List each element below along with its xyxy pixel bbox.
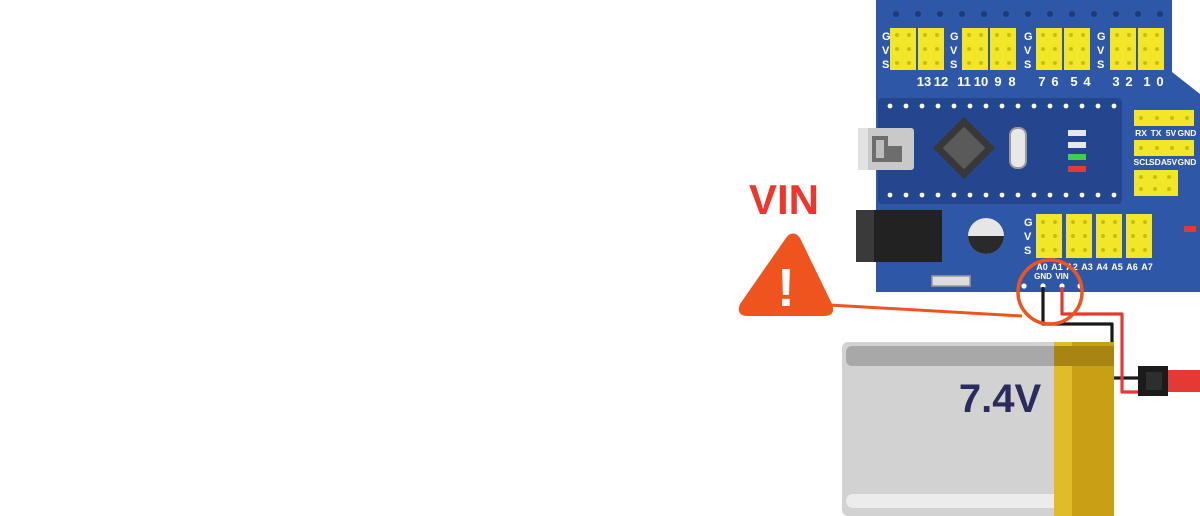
rail-label-g: G [1097,31,1106,43]
header-d12 [918,28,944,70]
header-d13 [890,28,916,70]
rail-label-v: V [1024,45,1032,57]
rail-label-g: G [1024,31,1033,43]
pin-label-a6: A6 [1126,262,1138,272]
rail-label-s: S [1097,59,1104,71]
dc-barrel-jack [856,210,942,262]
pin-label-0: 0 [1156,74,1163,89]
pin-label-a1: A1 [1051,262,1063,272]
nano-pin-row-bottom [887,192,1117,198]
battery-body [842,342,1114,516]
mcu-chip [932,116,996,180]
analog-header-holes [1041,220,1147,252]
uart-label-gnd: GND [1178,128,1197,138]
crystal [1009,127,1027,169]
aux-header [1134,170,1196,232]
nano-module [858,98,1122,204]
smd-led [1184,226,1196,232]
header-d11 [962,28,988,70]
uart-label-tx: TX [1151,128,1162,138]
pin-label-13: 13 [917,74,931,89]
uart-label-rx: RX [1135,128,1147,138]
pin-label-a3: A3 [1081,262,1093,272]
header-a6-a7 [1126,214,1152,258]
uart-header: RX TX 5V GND [1134,110,1196,138]
pin-label-a5: A5 [1111,262,1123,272]
i2c-header: SCL SDA 5V GND [1134,140,1197,167]
rail-label-v: V [882,45,890,57]
vin-highlight-ring [1016,258,1084,326]
i2c-label-scl: SCL [1134,157,1151,167]
capacitor [968,218,1004,254]
warning-exclamation: ! [777,258,795,318]
pin-label-6: 6 [1051,74,1058,89]
pin-label-5: 5 [1070,74,1077,89]
pin-label-11: 11 [957,74,971,89]
pin-label-a4: A4 [1096,262,1108,272]
rail-label-g: G [1024,217,1033,229]
analog-headers [1036,214,1152,258]
header-a0-a1 [1036,214,1062,258]
rail-label-s: S [950,59,957,71]
warning-label-vin: VIN [749,176,819,223]
i2c-label-sda: SDA [1149,157,1167,167]
arduino-shield-board: G V S G V S G V S G V S [856,0,1200,292]
pin-label-gnd: GND [1034,272,1052,281]
battery-top-shade [846,346,1110,366]
top-header-row: G V S G V S G V S G V S [882,11,1164,89]
digital-headers [890,28,1164,70]
warning-triangle-icon [738,233,834,316]
pin-label-4: 4 [1083,74,1091,89]
nano-pin-row-top [887,103,1117,109]
digital-header-holes [895,33,1159,65]
rail-label-v: V [1024,231,1032,243]
smd-resistor [931,275,971,287]
battery-band-highlight [1054,342,1072,516]
pin-label-9: 9 [994,74,1001,89]
digital-pin-labels: 13 12 11 10 9 8 7 6 5 4 3 2 1 0 [917,74,1164,89]
status-leds [1068,130,1086,172]
usb-connector [858,128,914,170]
jst-connector [1138,366,1200,396]
vin-wire [1060,287,1140,394]
header-d10 [990,28,1016,70]
rail-label-s: S [1024,245,1031,257]
header-d2 [1138,28,1164,70]
pin-label-1: 1 [1143,74,1150,89]
rail-label-s: S [882,59,889,71]
battery-voltage-label: 7.4V [959,377,1042,421]
battery-band-top [1054,346,1114,366]
top-pin-dots [893,11,1163,17]
lipo-battery: 7.4V [842,342,1114,516]
header-d3 [1110,28,1136,70]
pin-label-10: 10 [974,74,988,89]
rail-label-v: V [1097,45,1105,57]
rail-label-s: S [1024,59,1031,71]
pin-label-7: 7 [1038,74,1045,89]
rail-label-g: G [882,31,891,43]
callout-leader-line [811,302,1023,318]
rail-label-v: V [950,45,958,57]
header-d6 [1064,28,1090,70]
header-a2-a3 [1066,214,1092,258]
header-d7 [1036,28,1062,70]
i2c-label-5v: 5V [1167,157,1178,167]
nano-pcb [878,98,1122,204]
battery-bottom-highlight [846,494,1112,508]
uart-label-5v: 5V [1166,128,1177,138]
pin-label-2: 2 [1125,74,1132,89]
pin-label-3: 3 [1112,74,1119,89]
pin-label-a7: A7 [1141,262,1153,272]
pin-label-12: 12 [934,74,948,89]
i2c-label-gnd: GND [1178,157,1197,167]
pin-label-a0: A0 [1036,262,1048,272]
pin-label-8: 8 [1008,74,1015,89]
pin-label-vin: VIN [1055,272,1069,281]
rail-label-g: G [950,31,959,43]
vin-warning-callout: ! VIN [738,176,1084,326]
header-a4-a5 [1096,214,1122,258]
